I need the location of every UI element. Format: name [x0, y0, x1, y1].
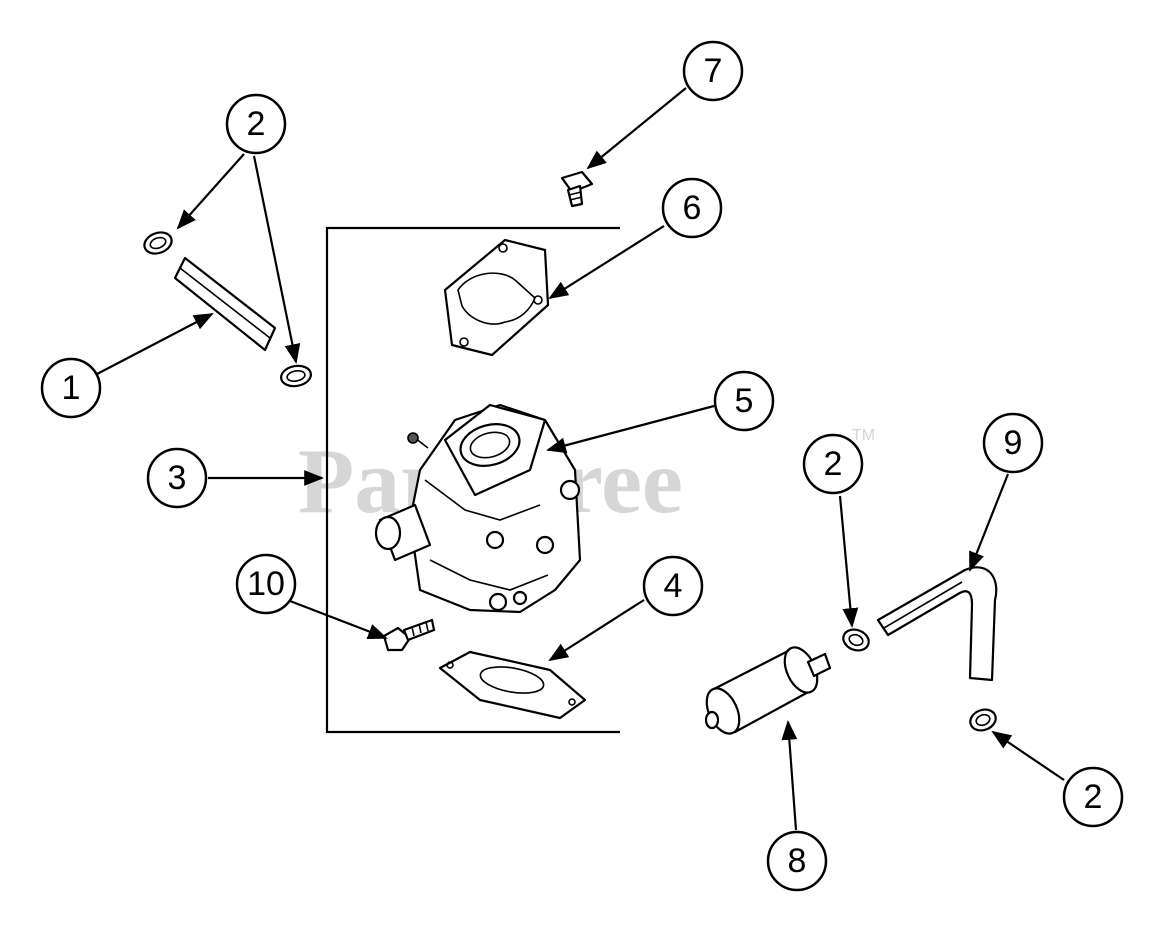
callout-7: 7 — [682, 40, 744, 102]
callout-10: 10 — [235, 553, 297, 615]
leader-1 — [96, 313, 214, 375]
callout-8: 8 — [766, 830, 828, 892]
leader-8 — [781, 720, 798, 831]
bolt-part — [382, 618, 436, 652]
leader-4 — [548, 599, 645, 662]
callout-2-middle: 2 — [802, 433, 864, 495]
leader-5 — [546, 404, 715, 454]
leader-2a-lower — [252, 155, 301, 364]
leader-2a-upper — [176, 153, 245, 230]
screw-part — [560, 170, 594, 208]
svg-text:1: 1 — [62, 369, 81, 407]
callout-9: 9 — [982, 412, 1044, 474]
leader-2c — [991, 730, 1065, 781]
svg-text:5: 5 — [735, 382, 754, 420]
fuel-hose-part — [876, 566, 998, 682]
top-gasket-part — [443, 238, 550, 357]
leader-9 — [968, 473, 1010, 572]
hose-clamp-bottom-right — [969, 708, 997, 732]
svg-text:3: 3 — [168, 459, 187, 497]
svg-text:7: 7 — [704, 52, 723, 90]
svg-text:2: 2 — [1084, 778, 1103, 816]
svg-text:10: 10 — [247, 565, 285, 603]
leader-10 — [289, 599, 388, 640]
leader-6 — [548, 225, 665, 300]
svg-text:8: 8 — [788, 842, 807, 880]
callout-6: 6 — [661, 177, 723, 239]
fuel-filter-part — [704, 646, 832, 735]
leader-7 — [586, 87, 687, 170]
callout-4: 4 — [642, 555, 704, 617]
bottom-gasket-part — [438, 650, 587, 720]
svg-text:6: 6 — [683, 189, 702, 227]
fuel-line-part — [173, 256, 277, 352]
carburetor-part — [374, 403, 582, 614]
hose-clamp-top-left — [143, 231, 173, 255]
callout-2-top: 2 — [225, 93, 287, 155]
svg-text:2: 2 — [247, 105, 266, 143]
callout-1: 1 — [40, 357, 102, 419]
callout-2-bottom: 2 — [1062, 766, 1124, 828]
hose-clamp-mid-right — [842, 628, 870, 652]
svg-text:4: 4 — [664, 567, 683, 605]
callout-5: 5 — [713, 370, 775, 432]
assembly-bracket — [325, 226, 620, 734]
hose-clamp-mid-left — [280, 364, 312, 388]
svg-text:9: 9 — [1004, 424, 1023, 462]
watermark-trademark: TM — [852, 427, 875, 444]
callout-3: 3 — [146, 447, 208, 509]
svg-text:2: 2 — [824, 445, 843, 483]
leader-2b — [838, 495, 859, 628]
